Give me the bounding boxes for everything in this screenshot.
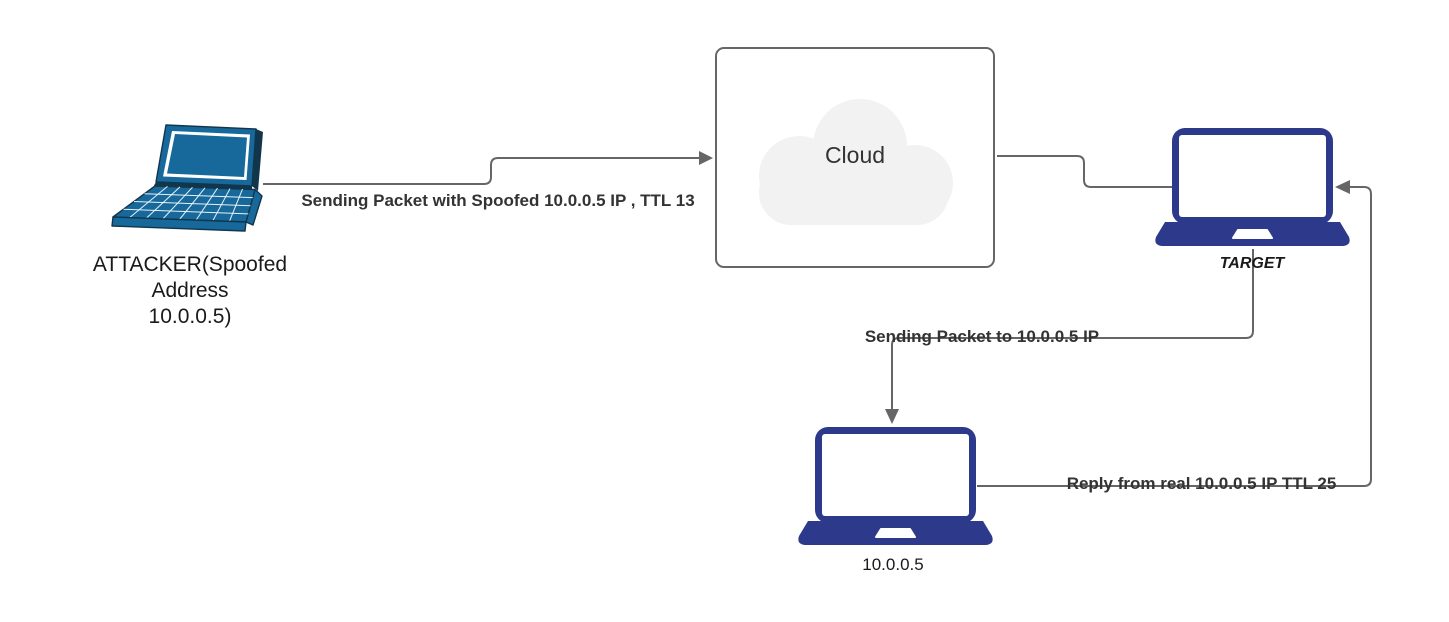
attacker-laptop-icon xyxy=(111,124,263,232)
target-laptop-icon xyxy=(1150,126,1350,251)
edge-label-reply: Reply from real 10.0.0.5 IP TTL 25 xyxy=(1066,474,1337,493)
edge-label-spoofed-packet: Sending Packet with Spoofed 10.0.0.5 IP … xyxy=(301,191,695,210)
edge-label-sending-packet: Sending Packet to 10.0.0.5 IP xyxy=(864,327,1100,346)
real-host-label: 10.0.0.5 xyxy=(862,555,924,574)
cloud-container-box xyxy=(715,47,995,268)
edge-cloud-to-target xyxy=(997,155,1173,188)
arrowhead-target-to-real xyxy=(885,409,899,424)
edge-real-to-target xyxy=(977,186,1372,487)
cloud-icon xyxy=(759,99,953,225)
laptop-keyboard-deck xyxy=(112,185,256,223)
cloud-label: Cloud xyxy=(824,142,886,168)
laptop-front-face xyxy=(111,216,247,232)
arrowhead-real-to-target xyxy=(1335,180,1350,194)
edge-target-to-real xyxy=(891,249,1254,409)
laptop-screen xyxy=(167,134,247,177)
laptop-screen-side-edge xyxy=(252,129,263,191)
attacker-label: ATTACKER(Spoofed Address 10.0.0.5) xyxy=(92,253,288,328)
laptop-hinge xyxy=(154,182,252,190)
edge-attacker-to-cloud xyxy=(263,157,699,185)
arrowhead-attacker-to-cloud xyxy=(699,151,713,165)
real-host-laptop-icon xyxy=(793,425,993,550)
target-label: TARGET xyxy=(1219,255,1285,272)
keyboard-grid xyxy=(123,186,253,222)
